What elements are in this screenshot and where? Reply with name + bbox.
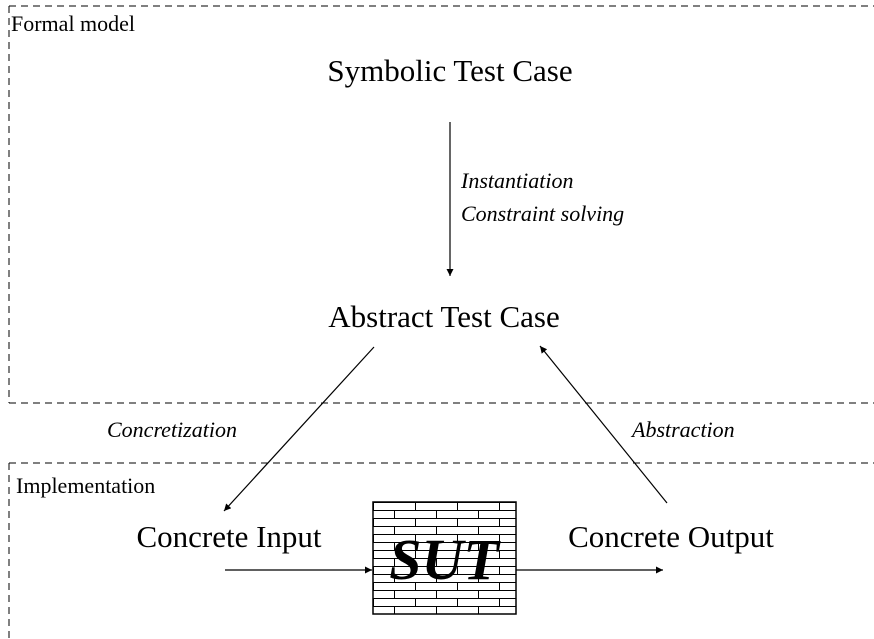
symbolic-test-case-node: Symbolic Test Case: [327, 53, 572, 88]
sut-label: SUT: [389, 527, 501, 592]
implementation-border: [8, 462, 874, 639]
abstract-test-case-node: Abstract Test Case: [328, 299, 559, 334]
formal-model-border: [8, 5, 874, 404]
formal-model-label: Formal model: [11, 11, 135, 36]
constraint-solving-label: Constraint solving: [461, 201, 624, 226]
concrete-output-node: Concrete Output: [568, 519, 774, 554]
arrow-concrete-output-to-abstract: [539, 345, 668, 504]
implementation-region: Implementation: [8, 462, 874, 639]
abstraction-label: Abstraction: [630, 417, 735, 442]
instantiation-label: Instantiation: [460, 168, 573, 193]
implementation-label: Implementation: [16, 473, 155, 498]
concrete-input-node: Concrete Input: [136, 519, 321, 554]
sut-brick-wall: [372, 501, 517, 615]
concretization-label: Concretization: [107, 417, 237, 442]
arrow-abstract-to-concrete-input: [223, 346, 375, 512]
sut-block: SUT: [372, 501, 517, 615]
formal-model-region: Formal model: [8, 5, 874, 404]
